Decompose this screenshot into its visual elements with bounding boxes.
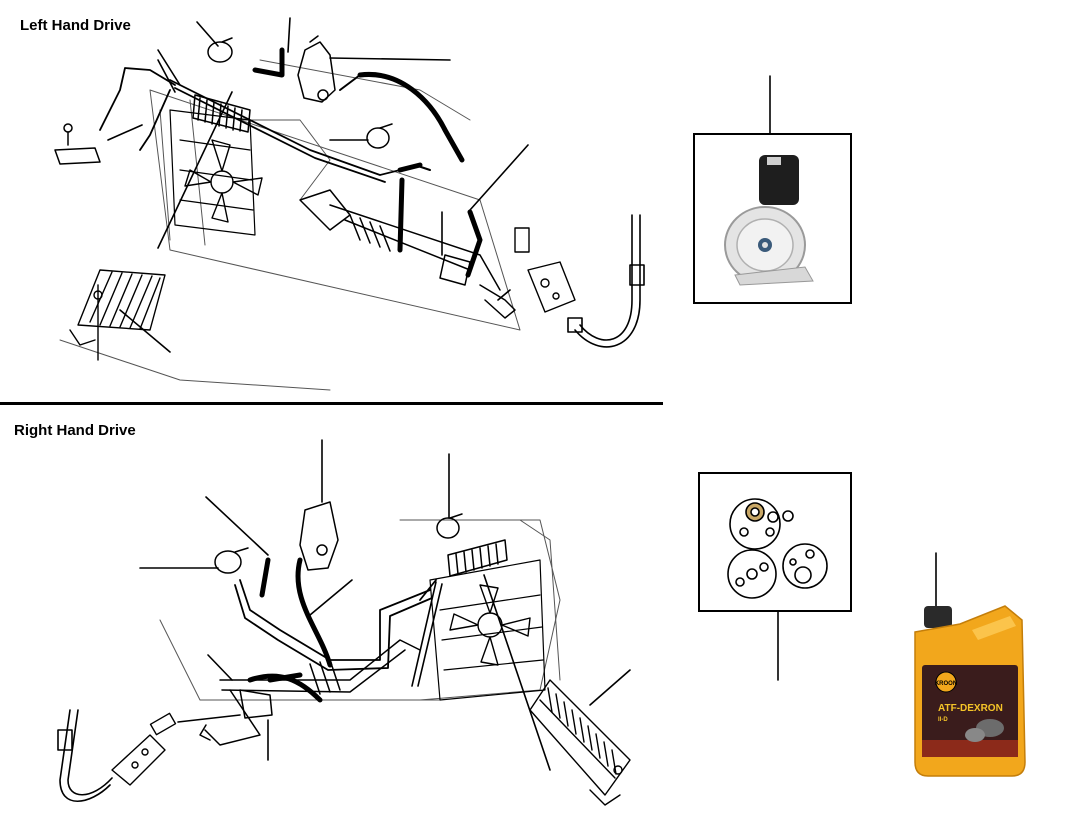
rhd-hoses xyxy=(247,557,333,703)
bottle-grade: II-D xyxy=(938,717,948,723)
lhd-pipes xyxy=(99,67,421,183)
rhd-external-hose xyxy=(57,709,113,803)
lhd-external-hose xyxy=(567,214,645,348)
rhd-cooler-top xyxy=(447,539,508,577)
lhd-steering-rack xyxy=(299,189,516,319)
pump-photo-frame[interactable] xyxy=(693,133,852,304)
rhd-reservoir xyxy=(299,501,339,571)
rhd-clamps xyxy=(214,513,463,574)
lhd-engine-outline xyxy=(59,59,521,391)
power-steering-pump-photo xyxy=(724,155,814,286)
bottle-product-name: ATF-DEXRON xyxy=(938,703,1003,714)
rhd-engine-outline xyxy=(159,519,561,701)
rhd-fan xyxy=(449,584,531,666)
lhd-clamps xyxy=(207,37,393,149)
lhd-leader-lines xyxy=(107,17,529,353)
lhd-heat-exchanger xyxy=(69,269,166,361)
rhd-pressure-switch xyxy=(111,712,177,786)
section-divider xyxy=(0,402,663,405)
rhd-leader-lines xyxy=(139,439,631,771)
oil-bottle-icon[interactable] xyxy=(914,605,1026,777)
rhd-heat-exchanger xyxy=(529,679,631,806)
lhd-fan xyxy=(184,139,263,223)
lhd-reservoir xyxy=(297,35,336,103)
lhd-pressure-switch xyxy=(514,227,576,313)
seal-kit-frame[interactable] xyxy=(698,472,852,612)
seal-kit-icon xyxy=(727,498,828,599)
rhd-radiator xyxy=(429,559,546,701)
rhd-steering-rack xyxy=(199,639,421,746)
section-title-right-hand-drive: Right Hand Drive xyxy=(14,422,136,439)
section-title-left-hand-drive: Left Hand Drive xyxy=(20,17,131,34)
part-leader-lines xyxy=(769,75,937,681)
lhd-bracket xyxy=(54,123,101,165)
bottle-brand: KROON xyxy=(935,681,957,687)
